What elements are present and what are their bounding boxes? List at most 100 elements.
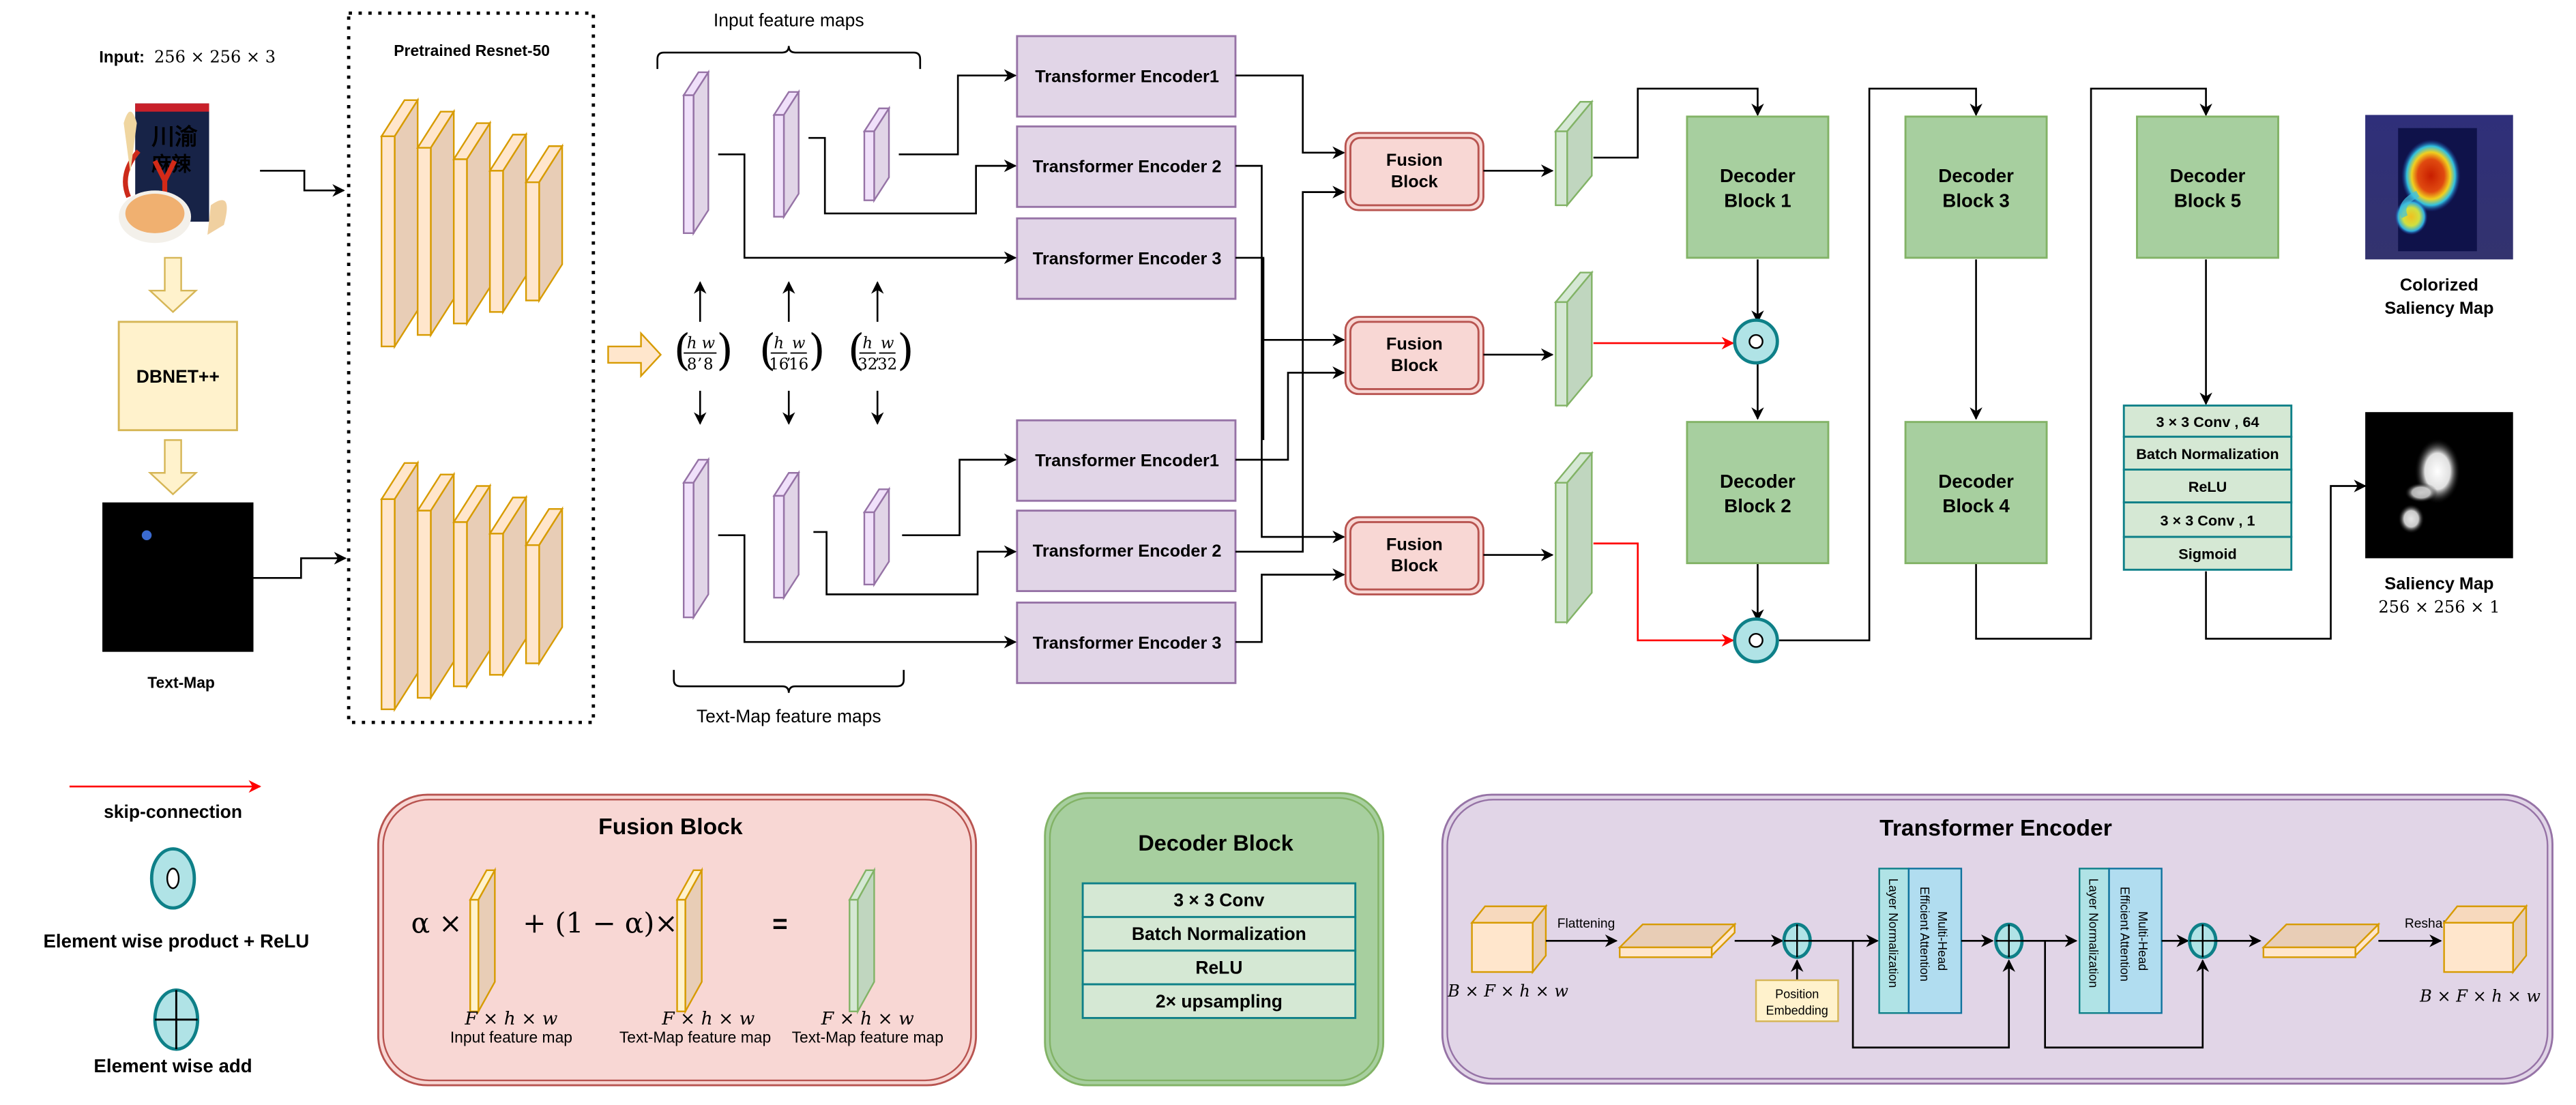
input-section: Input: 256 × 256 × 3 川渝 麻辣 DBNET++ 川渝 [99, 47, 347, 692]
attention-block-2: Layer Normalization Multi-Head Efficient A… [2079, 868, 2163, 1014]
textmap-feature-map [682, 456, 710, 621]
svg-text:32: 32 [877, 356, 897, 374]
saliency-map-dims: 256 × 256 × 1 [2378, 598, 2500, 617]
decoder-detail-row-label: 2× upsampling [1156, 991, 1283, 1012]
encoder-label: Transformer Encoder 2 [1033, 158, 1222, 177]
resnet-layer [452, 483, 492, 690]
layer-norm-label: Layer Normalization [1886, 879, 1900, 988]
layer-norm-label: Layer Normalization [2087, 879, 2101, 988]
decoder-label-line2: Block 1 [1724, 190, 1791, 211]
backbone-title: Pretrained Resnet-50 [394, 42, 550, 59]
textmap-to-backbone-arrow [253, 552, 347, 579]
dbnet-box[interactable] [117, 321, 238, 432]
svg-text:,: , [787, 347, 791, 364]
fusion-one-minus-term: + (1 − α)× [523, 907, 677, 939]
input-feature-map [862, 105, 891, 203]
textmap-feature-map [772, 470, 800, 601]
svg-text:w: w [881, 334, 894, 352]
resnet-stack-input [380, 97, 564, 350]
position-embedding-box [1755, 979, 1839, 1022]
transformer-encoder-bottom-3[interactable]: Transformer Encoder 3 [1016, 601, 1237, 684]
textmap-feature-brace [673, 670, 905, 693]
head-layer-label: Sigmoid [2178, 546, 2236, 563]
position-embedding-line1: Position [1775, 988, 1819, 1001]
head-layer: 3 × 3 Conv , 64 [2122, 404, 2293, 438]
flat-slab-icon [2261, 922, 2381, 958]
transformer-detail-panel: Transformer Encoder B × F × h × w Flatte… [1441, 793, 2553, 1085]
transformer-encoder-top-3[interactable]: Transformer Encoder 3 [1016, 217, 1237, 300]
svg-text:16: 16 [769, 356, 789, 374]
input-feature-map-icon [469, 867, 497, 1015]
scale-label: ()h8,w8 [674, 325, 733, 374]
resnet-layer [524, 143, 564, 304]
resnet-layer [488, 132, 528, 315]
position-embedding-line2: Embedding [1766, 1004, 1828, 1018]
resnet-layer [524, 506, 564, 666]
mhea-label-line2: Efficient Attention [1918, 887, 1931, 982]
resnet-layer [488, 495, 528, 678]
flattening-label: Flattening [1557, 917, 1615, 931]
decoder-detail-row-label: Batch Normalization [1132, 924, 1306, 944]
svg-text:(: ( [848, 325, 864, 374]
fusion-alpha-term: α × [411, 907, 463, 939]
decoder-label-line2: Block 3 [1942, 190, 2009, 211]
fusion-label-line2: Block [1391, 172, 1439, 191]
text-map-label: Text-Map [147, 674, 215, 692]
text-map-image[interactable]: 川渝 [102, 502, 254, 652]
resnet-layer [380, 97, 420, 350]
svg-text:h: h [687, 334, 697, 352]
input-feature-map [682, 69, 710, 236]
mhea-label-line1: Multi-Head [1935, 911, 1949, 971]
svg-text:): ) [808, 325, 825, 374]
mhea-label-line2: Efficient Attention [2118, 887, 2131, 982]
attention-block-1: Layer Normalization Multi-Head Efficient A… [1878, 868, 1963, 1014]
svg-text:16: 16 [789, 356, 808, 374]
scale-label: ()h16,w16 [759, 325, 825, 374]
legend-skip-label: skip-connection [104, 801, 242, 822]
svg-text:川渝: 川渝 [151, 124, 198, 150]
colorized-label-line2: Saliency Map [2384, 299, 2493, 318]
svg-text:(: ( [674, 325, 690, 374]
down-arrow-icon [147, 256, 199, 313]
head-layer-label: Batch Normalization [2136, 445, 2279, 462]
input-feature-brace [656, 46, 922, 70]
colorized-saliency-image[interactable] [2365, 115, 2513, 260]
fusion-label-line2: Block [1391, 557, 1439, 576]
transformer-encoder-bottom-2[interactable]: Transformer Encoder 2 [1016, 510, 1237, 593]
encoder-label: Transformer Encoder 3 [1033, 634, 1222, 653]
head-layer: Batch Normalization [2122, 435, 2293, 471]
input-image[interactable]: 川渝 麻辣 [119, 103, 227, 244]
mhea-label-line1: Multi-Head [2136, 911, 2150, 971]
fusion-equals: = [772, 909, 787, 939]
decoder-label-line2: Block 5 [2174, 190, 2241, 211]
product-op-1 [1733, 318, 1779, 365]
wires [718, 69, 2367, 649]
transformer-encoder-bottom-1[interactable]: Transformer Encoder1 [1016, 419, 1237, 502]
svg-text:32: 32 [858, 356, 877, 374]
fusion-dims-2: F × h × w [464, 1008, 557, 1029]
decoder-detail-row: Batch Normalization [1081, 915, 1357, 952]
svg-text:Input: 256 × 256 × 3: Input: 256 × 256 × 3 [99, 47, 276, 66]
input-to-backbone-arrow [260, 170, 345, 197]
decoder-detail-row: 3 × 3 Conv [1081, 882, 1357, 918]
fused-feature-map [1553, 99, 1594, 208]
decoder-detail-row: 2× upsampling [1081, 983, 1357, 1019]
transformer-encoder-top-2[interactable]: Transformer Encoder 2 [1016, 125, 1237, 208]
transformer-encoder-top-1[interactable]: Transformer Encoder1 [1016, 35, 1237, 118]
product-op-2 [1733, 617, 1779, 664]
saliency-map-image[interactable] [2365, 412, 2513, 559]
input-cube-icon [1470, 904, 1548, 975]
